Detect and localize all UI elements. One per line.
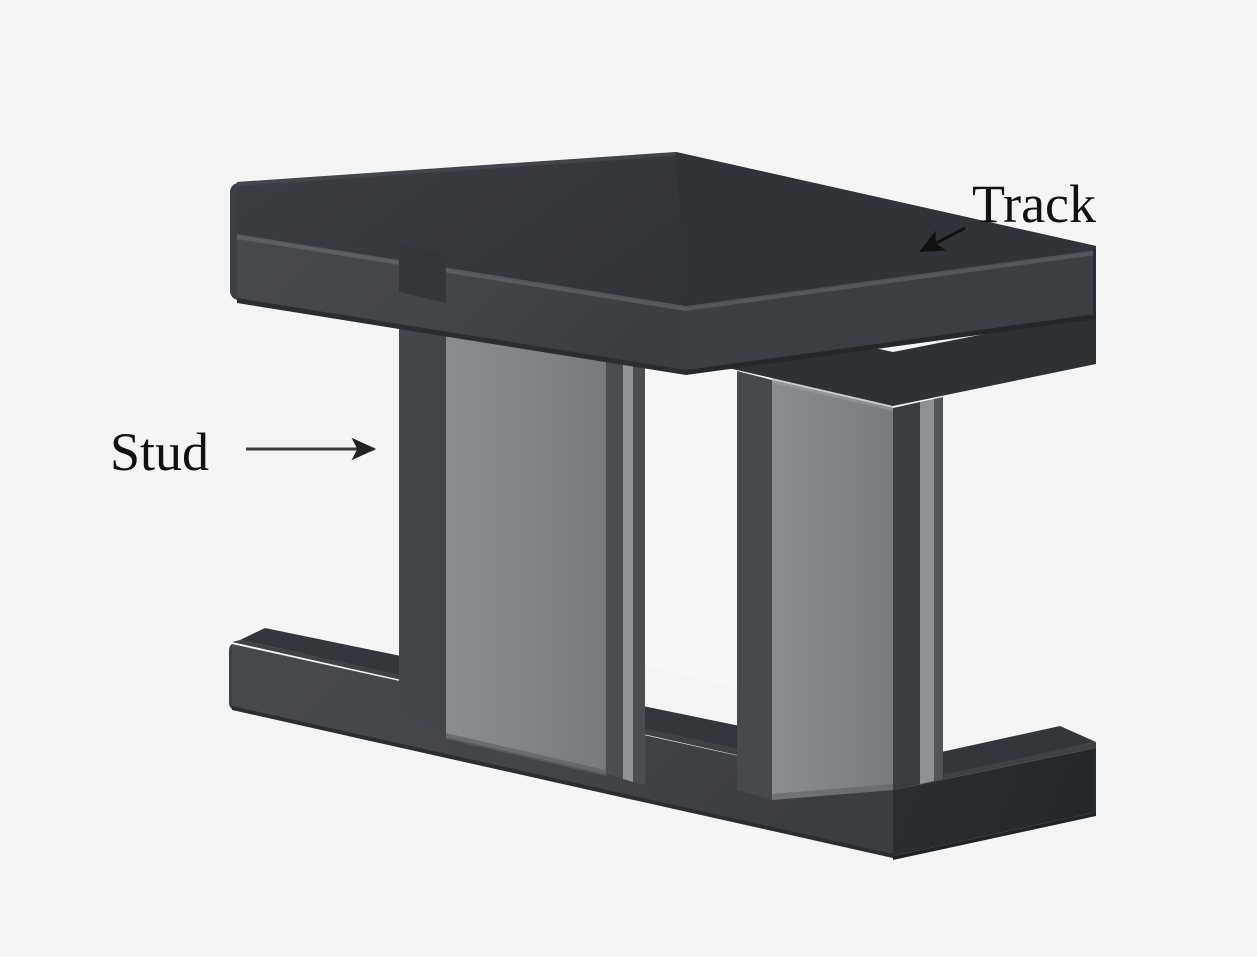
middle-stud bbox=[623, 344, 645, 785]
right-stud-bottom-edge-shadow bbox=[772, 784, 893, 800]
callout-track: Track bbox=[919, 174, 1096, 253]
track-label: Track bbox=[972, 174, 1096, 234]
right-stud-web-face bbox=[772, 380, 893, 800]
top-track bbox=[230, 152, 1096, 406]
middle-stud-flange-face bbox=[633, 347, 645, 785]
framed-opening bbox=[645, 350, 737, 688]
top-track-right-front-face bbox=[686, 252, 1096, 372]
stud-label: Stud bbox=[110, 422, 209, 482]
bottom-track-right-end-cap bbox=[1093, 748, 1096, 814]
top-track-right-fold-highlight bbox=[686, 250, 1096, 311]
left-stud-flange-face bbox=[399, 292, 446, 737]
bottom-track-right-bottom-edge bbox=[893, 812, 1096, 860]
callout-stud: Stud bbox=[110, 422, 377, 482]
top-track-right-bottom-edge bbox=[686, 314, 1096, 375]
top-track-fold-highlight bbox=[237, 234, 686, 311]
left-stud-bottom-edge-shadow bbox=[446, 733, 606, 776]
bottom-track-front-edge bbox=[232, 706, 893, 858]
top-track-top-face-right bbox=[676, 152, 1096, 308]
top-track-front-face bbox=[237, 236, 686, 372]
bottom-track-left-end-cap bbox=[229, 644, 232, 709]
left-stud bbox=[399, 292, 629, 780]
track-leader-line bbox=[919, 226, 966, 253]
right-stud-top-edge-highlight bbox=[772, 378, 893, 411]
right-stud-flange-face bbox=[737, 371, 772, 800]
middle-stud-left-edge bbox=[623, 344, 633, 782]
right-end-stud-light-edge bbox=[920, 399, 934, 784]
bottom-track-right-front-face bbox=[893, 748, 1096, 856]
right-stud bbox=[737, 371, 893, 800]
left-stud-web-face bbox=[446, 303, 606, 774]
right-end-stud-return-face bbox=[893, 402, 920, 790]
top-track-left-end-cap bbox=[230, 183, 237, 300]
top-track-front-bottom-edge bbox=[237, 298, 686, 375]
right-end-stud-edge-shadow bbox=[934, 397, 943, 781]
right-end-stud bbox=[893, 397, 943, 790]
top-track-rear-ridge bbox=[237, 152, 676, 186]
top-track-right-end-cap bbox=[1093, 248, 1096, 316]
left-stud-top-joint bbox=[399, 244, 446, 303]
